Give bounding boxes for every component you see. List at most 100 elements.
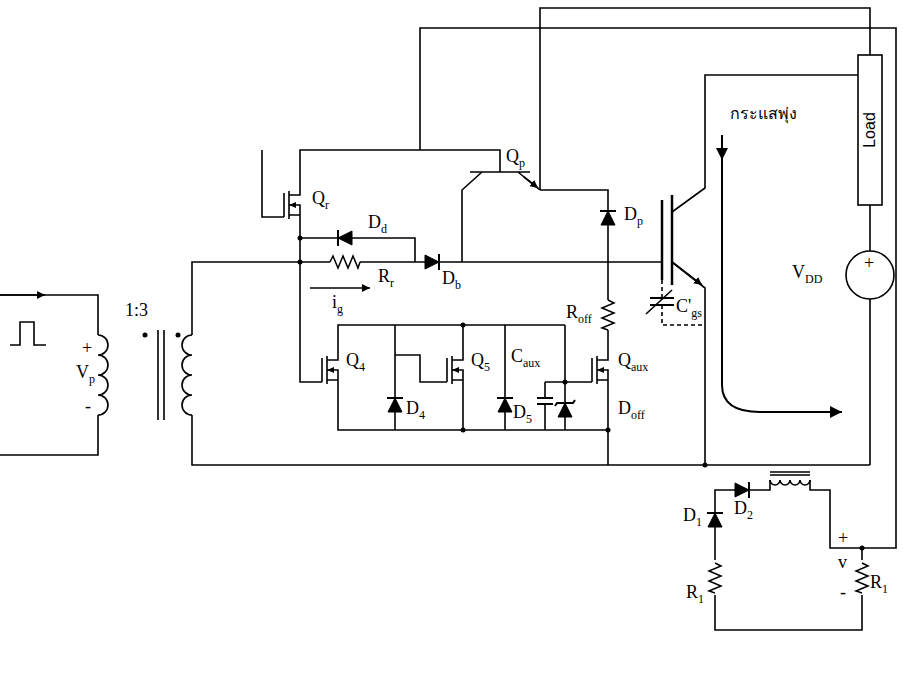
part-label: D4 bbox=[406, 398, 425, 420]
part-label: - bbox=[840, 582, 846, 602]
label-subscript: 1 bbox=[882, 582, 888, 596]
diode-symbol bbox=[600, 211, 616, 225]
part-label: Doff bbox=[618, 398, 645, 420]
resistor-symbol bbox=[602, 300, 614, 330]
pnp-transistor bbox=[462, 172, 540, 262]
label-main: Q bbox=[618, 350, 631, 370]
supply-wire bbox=[869, 205, 871, 465]
part-label: Qr bbox=[312, 188, 329, 210]
drive-wire bbox=[262, 150, 500, 217]
q4-gate-wire bbox=[300, 262, 308, 382]
junction-dot bbox=[298, 236, 303, 241]
diode-symbol bbox=[707, 513, 723, 527]
polarity-dot bbox=[176, 333, 181, 338]
junction-dot bbox=[606, 428, 611, 433]
part-label: Dp bbox=[624, 204, 643, 226]
label-subscript: 4 bbox=[359, 360, 365, 374]
diode-symbol bbox=[338, 230, 352, 246]
junction-dot bbox=[703, 463, 708, 468]
zener-symbol bbox=[555, 400, 575, 417]
bypass-wire bbox=[300, 227, 415, 262]
label-subscript: off bbox=[578, 312, 592, 326]
label-main: D bbox=[442, 268, 455, 288]
label-subscript: off bbox=[631, 408, 645, 422]
part-label: D5 bbox=[513, 402, 532, 424]
label-subscript: aux bbox=[631, 360, 648, 374]
mosfet-symbol bbox=[433, 348, 463, 392]
label-main: Q bbox=[312, 188, 325, 208]
resistor-symbol bbox=[330, 256, 360, 268]
label-main: i bbox=[332, 292, 337, 312]
label-subscript: p bbox=[89, 372, 95, 386]
part-label: Roff bbox=[566, 302, 592, 324]
label-main: D bbox=[406, 398, 419, 418]
label-main: D bbox=[683, 505, 696, 525]
label-subscript: r bbox=[390, 276, 394, 290]
label-main: R bbox=[870, 572, 882, 592]
part-label: 1:3 bbox=[125, 300, 148, 320]
label-subscript: DD bbox=[805, 272, 822, 286]
parts bbox=[143, 183, 869, 593]
part-label: Qaux bbox=[618, 350, 648, 372]
diode-symbol bbox=[497, 398, 513, 412]
polarity-dot bbox=[143, 333, 148, 338]
current-arrow bbox=[310, 287, 370, 289]
surge-current-arrow bbox=[721, 135, 723, 160]
diode-symbol bbox=[735, 482, 749, 498]
diode-symbol bbox=[425, 254, 439, 270]
resistor-symbol bbox=[709, 563, 721, 593]
label-main: D bbox=[368, 212, 381, 232]
mosfet-symbol bbox=[270, 183, 300, 227]
part-label: Load bbox=[860, 112, 880, 148]
part-label: v bbox=[838, 552, 847, 572]
wires bbox=[0, 8, 896, 630]
label-main: D bbox=[734, 498, 747, 518]
label-main: D bbox=[513, 402, 526, 422]
part-label: R1 bbox=[870, 572, 888, 594]
label-main: D bbox=[618, 398, 631, 418]
label-main: V bbox=[792, 262, 805, 282]
junction-dot bbox=[563, 380, 568, 385]
part-label: Dd bbox=[368, 212, 387, 234]
load-box bbox=[858, 55, 882, 205]
part-label: ig bbox=[332, 292, 343, 314]
label-subscript: aux bbox=[523, 356, 540, 370]
part-label: + bbox=[864, 253, 874, 273]
part-label: - bbox=[85, 396, 91, 416]
label-subscript: 2 bbox=[747, 508, 753, 522]
igbt-body bbox=[671, 195, 674, 285]
gate-capacitance bbox=[662, 280, 705, 325]
diode-wires bbox=[395, 325, 505, 430]
primary-winding bbox=[98, 335, 108, 415]
ct-wire bbox=[810, 480, 862, 548]
sense-wire bbox=[420, 28, 896, 560]
ct-wire bbox=[715, 480, 862, 630]
label-subscript: r bbox=[325, 198, 329, 212]
part-label: Q5 bbox=[471, 350, 490, 372]
part-label: Caux bbox=[511, 346, 540, 368]
label-main: C' bbox=[676, 296, 691, 316]
q5-gate-wire bbox=[395, 355, 433, 382]
label-main: Q bbox=[471, 350, 484, 370]
surge-current-arrow bbox=[722, 140, 842, 412]
part-label: + bbox=[838, 528, 848, 548]
part-label: Qp bbox=[506, 146, 525, 168]
part-label: Db bbox=[442, 268, 461, 290]
label-subscript: 5 bbox=[526, 412, 532, 426]
transformer-core bbox=[158, 330, 164, 420]
label-subscript: p bbox=[519, 156, 525, 170]
part-label: + bbox=[82, 338, 92, 358]
label-main: D bbox=[624, 204, 637, 224]
part-label: R1 bbox=[686, 582, 704, 604]
capacitor-symbol bbox=[537, 398, 553, 404]
label-subscript: 4 bbox=[419, 408, 425, 422]
junction-dot bbox=[860, 546, 865, 551]
gate-wire bbox=[192, 262, 662, 335]
label-main: Q bbox=[346, 350, 359, 370]
emitter-wire bbox=[672, 262, 705, 465]
input-wire bbox=[0, 295, 98, 335]
part-label: Q4 bbox=[346, 350, 365, 372]
label-subscript: d bbox=[381, 222, 387, 236]
label-main: V bbox=[76, 362, 89, 382]
